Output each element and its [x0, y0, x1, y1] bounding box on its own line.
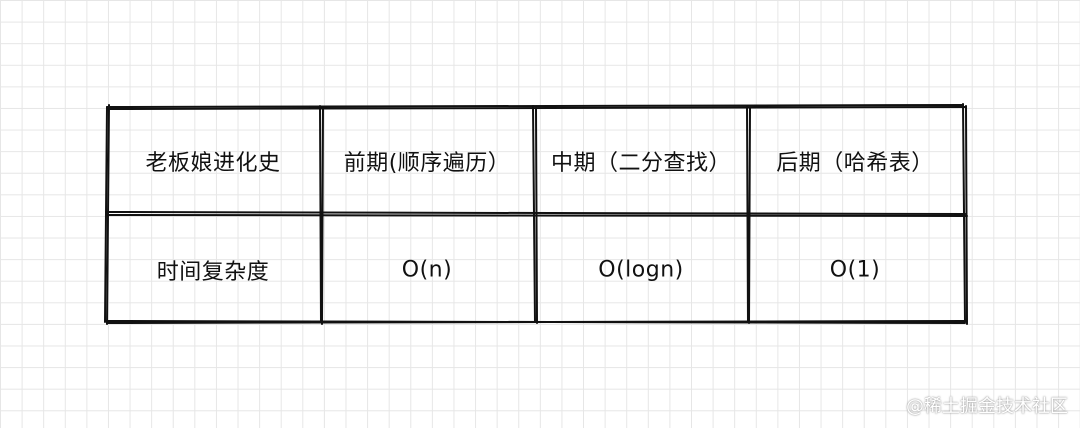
- table-border-top: [106, 104, 964, 108]
- cell-ologn: O(logn): [598, 257, 684, 283]
- header-cell-late: 后期（哈希表）: [776, 151, 934, 176]
- table-col-divider-3: [746, 105, 749, 323]
- table-col-divider-1: [319, 105, 322, 323]
- header-cell-early: 前期(顺序遍历）: [343, 151, 511, 176]
- cell-on: O(n): [401, 257, 453, 283]
- table-border-left: [104, 106, 108, 323]
- table-col-divider-1b: [321, 107, 324, 325]
- watermark: @稀土掘金技术社区: [906, 396, 1068, 417]
- table-col-divider-3b: [748, 107, 751, 324]
- table-col-divider-2: [532, 105, 536, 323]
- row-label-time-complexity: 时间复杂度: [156, 260, 270, 285]
- cell-o1: O(1): [829, 257, 881, 283]
- table-col-divider-2b: [535, 107, 538, 324]
- header-cell-middle: 中期（二分查找）: [550, 151, 732, 176]
- header-cell-title: 老板娘进化史: [145, 151, 281, 176]
